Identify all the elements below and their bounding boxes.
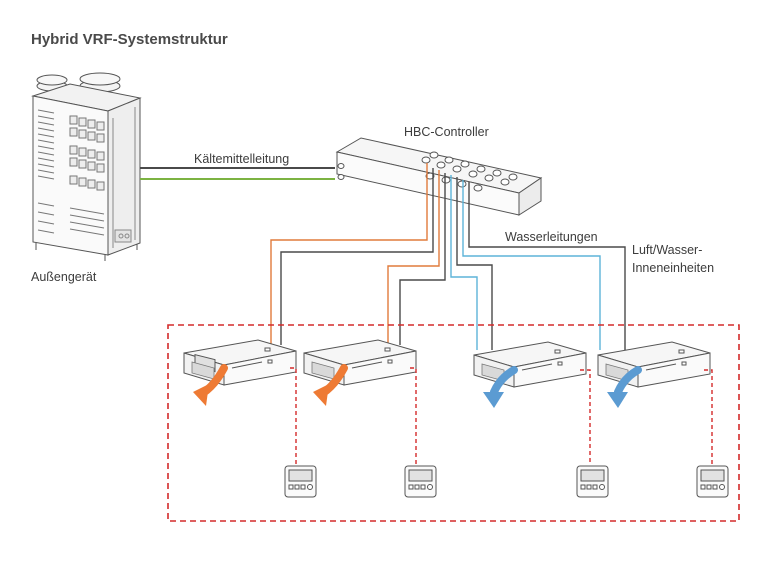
pipe-network: [270, 163, 626, 350]
wall-controller-1: [284, 465, 317, 498]
wall-controller-3: [576, 465, 609, 498]
diagram-title: Hybrid VRF-Systemstruktur: [31, 31, 228, 48]
airflow-heat-arrow-1: [193, 364, 228, 406]
indoor-units-label-2: Inneneinheiten: [632, 261, 715, 275]
control-wiring: [290, 367, 713, 465]
hbc-controller: [335, 137, 543, 216]
indoor-zone-boundary: [167, 324, 740, 522]
indoor-unit-2: [303, 339, 417, 386]
indoor-unit-1: [183, 339, 297, 386]
airflow-heat-arrow-2: [313, 364, 348, 406]
wall-controller-4: [696, 465, 729, 498]
refrigerant-line-label: Kältemittelleitung: [194, 152, 290, 166]
water-lines-label: Wasserleitungen: [505, 230, 598, 244]
indoor-units-label-1: Luft/Wasser-: [632, 243, 703, 257]
indoor-unit-4: [597, 341, 711, 388]
indoor-unit-3: [473, 341, 587, 388]
outdoor-unit: [31, 72, 142, 261]
airflow-cool-arrow-1: [483, 366, 518, 408]
hbc-controller-label: HBC-Controller: [404, 125, 489, 139]
airflow-cool-arrow-2: [607, 366, 642, 408]
wall-controller-2: [404, 465, 437, 498]
outdoor-unit-label: Außengerät: [31, 270, 97, 284]
